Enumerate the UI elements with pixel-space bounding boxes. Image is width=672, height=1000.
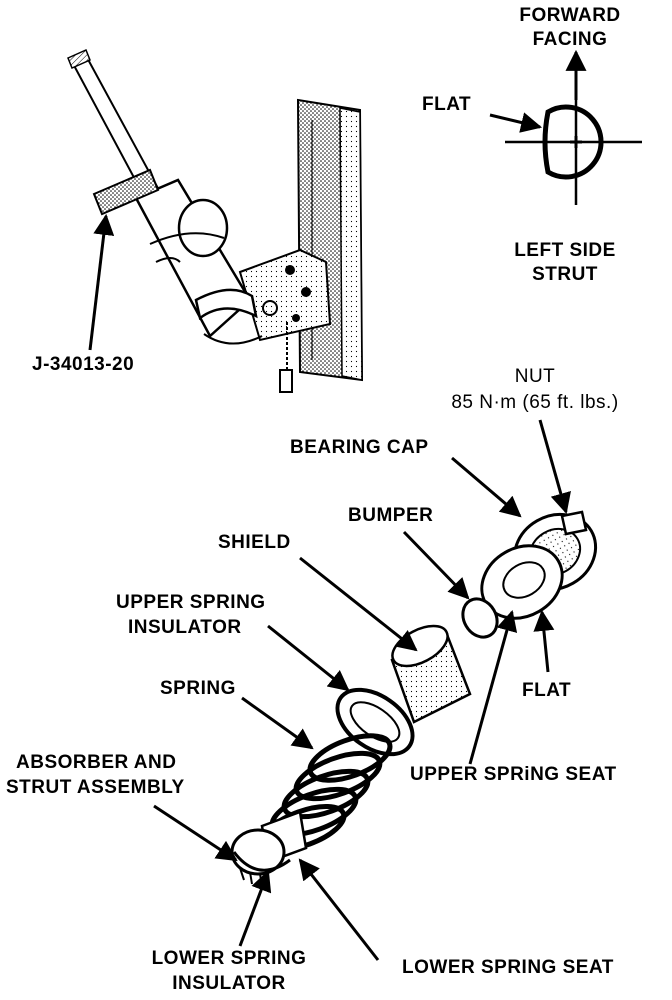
lower-spring-seat-label: LOWER SPRING SEAT [402,957,614,978]
flat-orientation-label: FLAT [422,94,472,115]
left-side-strut-label-line2: STRUT [532,264,598,285]
forward-facing-label-line2: FACING [532,29,608,50]
forward-facing-label-line1: FORWARD [519,5,621,26]
upper-spring-insulator-label-line1: UPPER SPRING [116,592,266,613]
flat-orientation-leader [489,112,543,133]
exploded-view [230,510,598,887]
lower-spring-insulator-label-line2: INSULATOR [172,973,286,994]
tool-leader [88,213,115,351]
absorber-strut-assembly-label-line1: ABSORBER AND [16,752,177,773]
strut-installed-view [67,48,364,393]
bearing-cap-label: BEARING CAP [290,437,429,458]
tool-label: J-34013-20 [32,354,135,375]
exploded-view-leaders [153,419,571,961]
shield-label: SHIELD [218,532,291,553]
lower-spring-insulator-label-line1: LOWER SPRING [151,948,307,969]
bumper-label: BUMPER [348,505,434,526]
absorber-strut-assembly-label-line2: STRUT ASSEMBLY [6,777,185,798]
left-side-strut-label-line1: LEFT SIDE [514,240,616,261]
upper-spring-seat-label: UPPER SPRiNG SEAT [410,764,617,785]
upper-spring-insulator-label-line2: INSULATOR [128,617,242,638]
nut-label-line1: NUT [514,366,556,387]
flat-seat-label: FLAT [522,680,572,701]
orientation-symbol [505,49,642,205]
nut-torque-label: 85 N·m (65 ft. lbs.) [451,392,619,413]
spring-label: SPRING [160,678,236,699]
